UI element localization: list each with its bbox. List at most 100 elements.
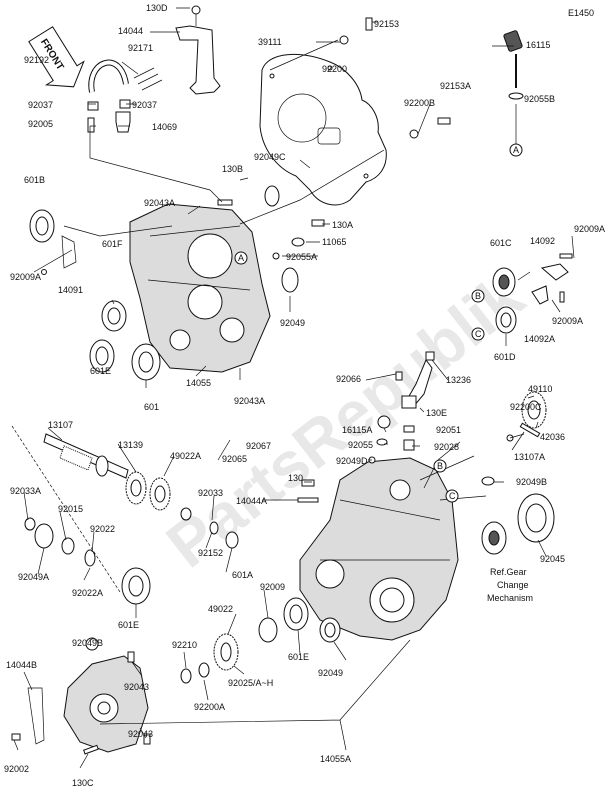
shift-lever-13236 [401,351,435,409]
part-labels: 130D140443911192153161159217192192922009… [4,3,605,788]
part-number-label: 92192 [24,55,49,65]
callout-A-right: A [509,143,523,157]
part-number-label: 92037 [28,100,53,110]
part-number-label: 92025/A~H [228,678,273,688]
part-number-label: 92055A [286,252,317,262]
part-number-label: 49022A [170,451,201,461]
part-number-label: 92067 [246,441,271,451]
note-line-3: Mechanism [487,593,533,603]
svg-text:A: A [238,253,244,263]
part-number-label: 92022 [90,524,115,534]
svg-text:B: B [437,461,443,471]
dipstick-16115 [503,30,524,140]
part-number-label: 92153 [374,19,399,29]
part-number-label: 92033A [10,486,41,496]
part-number-label: 49110 [528,384,552,394]
part-number-label: 92033 [198,488,223,498]
part-number-label: 16115 [526,40,550,50]
part-number-label: 92028 [434,442,459,452]
part-number-label: 92015 [58,504,83,514]
part-number-label: 39111 [258,37,282,47]
part-number-label: 601F [102,239,123,249]
bearing-601E-b [283,597,309,631]
part-number-label: 13236 [446,375,471,385]
part-number-label: 92002 [4,764,29,774]
part-number-label: 92049C [254,152,286,162]
part-number-label: 601 [144,402,159,412]
part-number-label: 16115A [342,425,372,435]
diagram-code: E1450 [568,8,594,18]
part-number-label: 42036 [540,432,565,442]
part-number-label: 92049D [336,456,368,466]
part-number-label: 49022 [208,604,233,614]
part-number-label: 601B [24,175,45,185]
bracket-14044B [27,687,45,745]
callout-B-case: B [433,459,447,473]
gear-49022A [149,477,171,511]
gear-49110 [521,391,547,429]
note-line-2: Change [497,580,529,590]
part-number-label: 601E [118,620,139,630]
part-number-label: 92153A [440,81,471,91]
fitting-92037 [87,101,99,111]
part-number-label: 11065 [322,237,346,247]
part-number-label: 130E [426,408,447,418]
part-number-label: 14044A [236,496,267,506]
callout-C-right: C [471,327,485,341]
part-number-label: 92043A [144,198,175,208]
part-number-label: 92049 [280,318,305,328]
part-number-label: 130C [72,778,94,788]
gear-49022 [213,633,239,671]
bracket-14092 [540,263,569,281]
seal-92049C [264,185,280,207]
part-number-label: 13107 [48,420,73,430]
seal-92049-b [319,617,341,643]
gasket-39111 [259,53,387,206]
bolt-92153 [365,17,373,31]
bracket-14092A [531,285,549,305]
plug-11065 [291,237,305,247]
svg-text:A: A [513,145,519,155]
part-number-label: 92051 [436,425,461,435]
part-number-label: 14044B [6,660,37,670]
part-number-label: 92037 [132,100,157,110]
part-number-label: 92065 [222,454,247,464]
part-number-label: 14055A [320,754,351,764]
ref-gear-change [481,521,507,555]
part-number-label: 601A [232,570,253,580]
part-number-label: 130D [146,3,168,13]
part-number-label: 92049 [318,668,343,678]
washer-92200 [339,35,349,45]
part-number-label: 92022A [72,588,103,598]
bracket-14091 [61,235,77,269]
crankcase-right [299,457,459,641]
seal-92009 [258,617,278,643]
part-number-label: 92210 [172,640,197,650]
part-number-label: 92009A [552,316,583,326]
seal-92049 [281,267,299,293]
bracket-14044 [175,5,221,95]
part-number-label: 92043 [128,729,153,739]
part-number-label: 92009A [574,224,605,234]
bearing-601 [131,343,161,381]
leader-lines [13,7,575,769]
part-number-label: 14091 [58,285,83,295]
part-number-label: 601C [490,238,512,248]
bearing-601F [101,300,127,332]
part-number-label: 92200 [322,64,347,74]
part-number-label: 601E [90,366,111,376]
crankcase-left-14055 [129,203,271,373]
part-number-label: 14044 [118,26,143,36]
part-number-label: 130A [332,220,353,230]
callout-B-right: B [471,289,485,303]
part-number-label: 92200B [404,98,435,108]
part-number-label: 601D [494,352,516,362]
svg-text:C: C [475,329,482,339]
part-number-label: 92152 [198,548,223,558]
part-number-label: 92200A [194,702,225,712]
part-number-label: 92005 [28,119,53,129]
part-number-label: 130B [222,164,243,174]
part-number-label: 92043A [234,396,265,406]
